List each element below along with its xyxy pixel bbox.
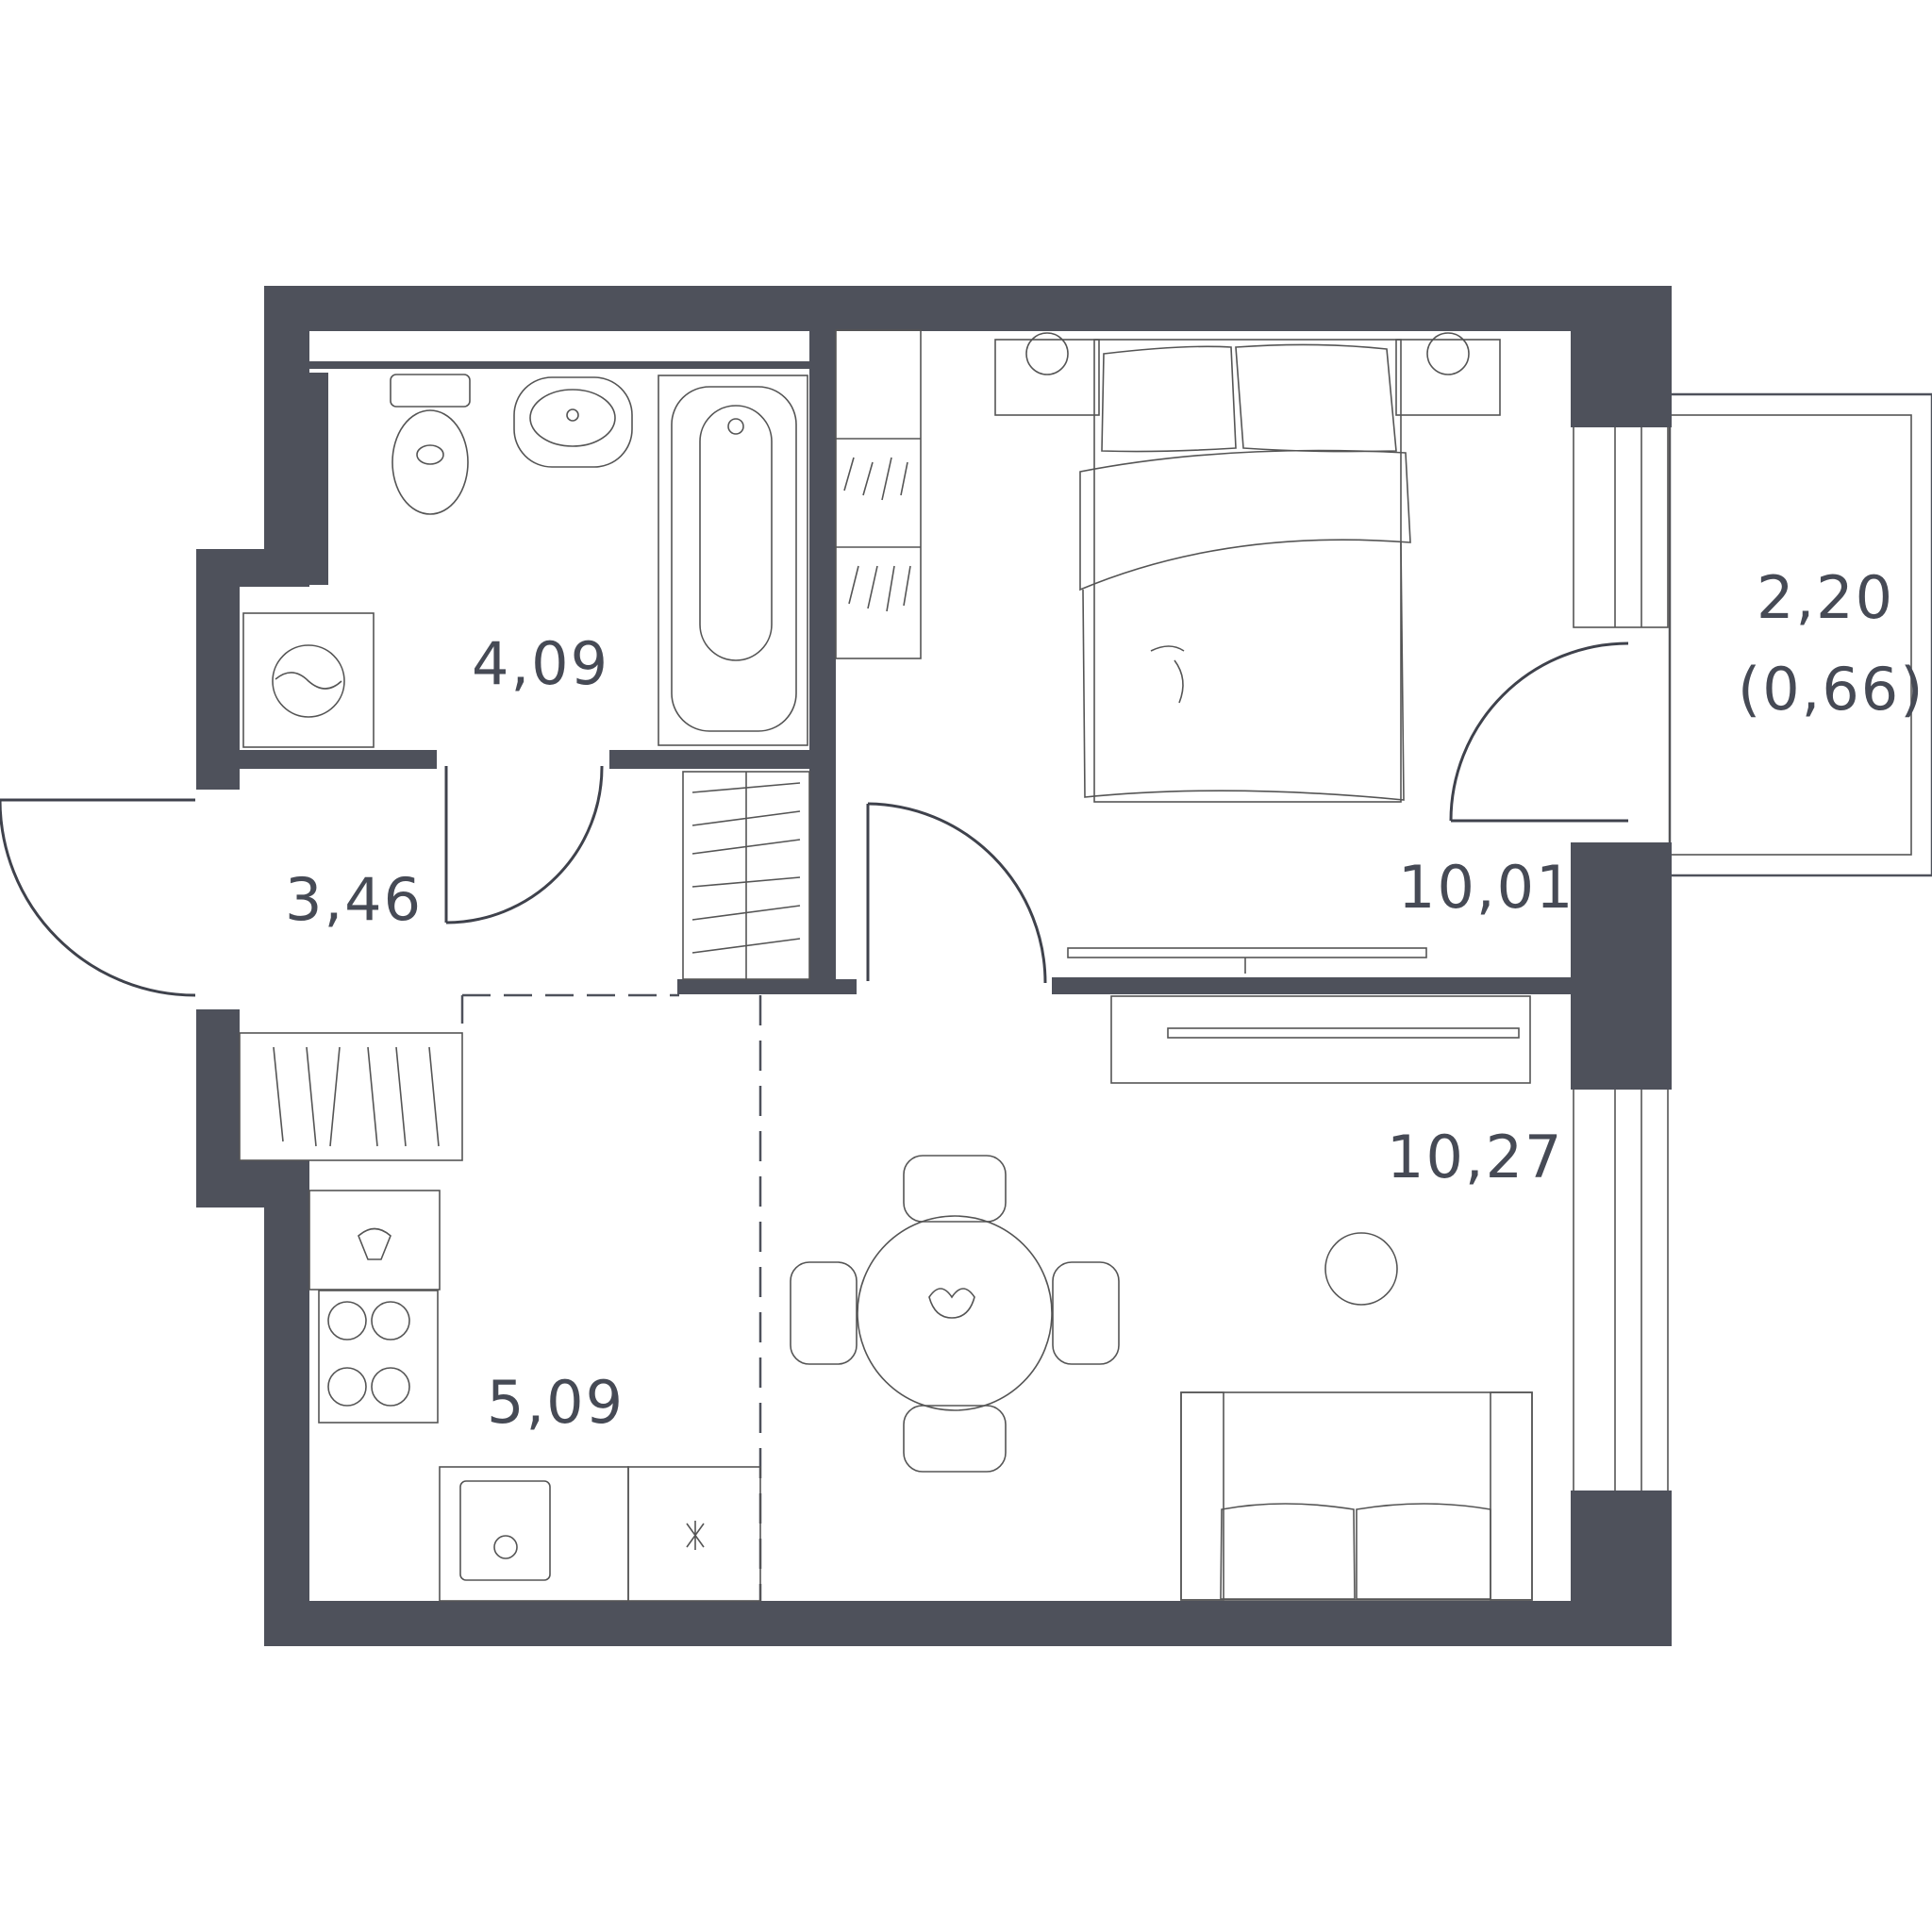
balcony-outline <box>1668 392 1932 877</box>
bedroom-area: 10,01 <box>1398 853 1575 922</box>
balcony-area: 2,20 <box>1757 563 1894 632</box>
tv-units <box>1067 947 1531 1084</box>
dining-set <box>790 1155 1120 1473</box>
sofa <box>1180 1232 1533 1601</box>
walls <box>196 286 1672 1646</box>
kitchen-appliances <box>308 1190 761 1602</box>
balcony-area-reduced: (0,66) <box>1738 655 1924 724</box>
living-area: 10,27 <box>1387 1123 1564 1191</box>
wardrobes <box>239 329 922 1161</box>
bed <box>994 332 1501 803</box>
doors <box>0 641 1629 997</box>
bathroom-fixtures <box>242 374 808 748</box>
kitchen-area: 5,09 <box>487 1368 625 1437</box>
hallway-area: 3,46 <box>285 865 423 934</box>
bathroom-area: 4,09 <box>472 629 609 698</box>
zone-separators <box>460 993 762 1601</box>
